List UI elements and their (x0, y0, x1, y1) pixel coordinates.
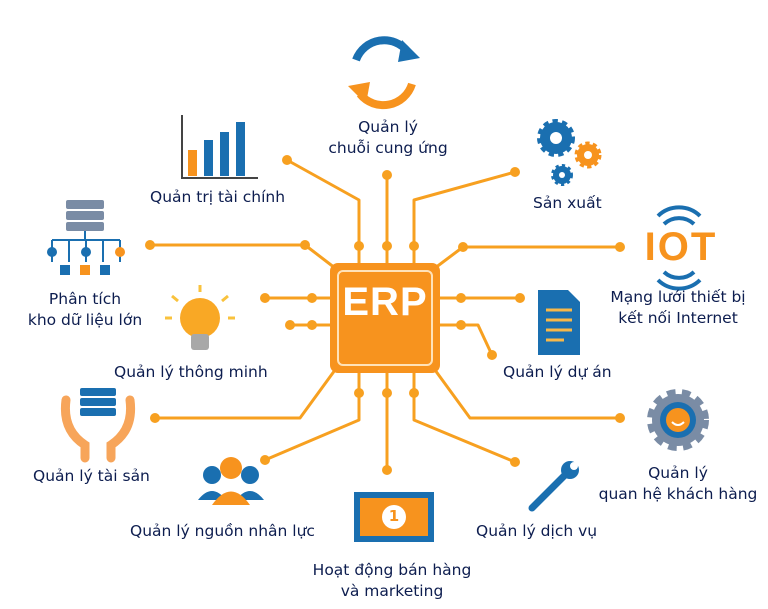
hands-server-icon (60, 388, 136, 463)
iot-icon: IOT (644, 225, 718, 269)
lightbulb-icon (165, 285, 235, 350)
label-smart: Quản lý thông minh (114, 363, 268, 381)
label-production: Sản xuất (533, 194, 602, 212)
iot-signal-arcs (656, 205, 702, 291)
banknote-digit: 1 (388, 507, 400, 525)
label-service: Quản lý dịch vụ (476, 522, 598, 540)
bar-chart-icon (181, 115, 258, 179)
banknote-icon (354, 492, 434, 542)
wrench-icon (528, 461, 579, 512)
label-project: Quản lý dự án (503, 363, 612, 381)
gears-icon (537, 119, 602, 186)
people-icon (198, 457, 264, 505)
refresh-icon (348, 36, 420, 110)
erp-label: ERP (342, 280, 428, 324)
document-icon (538, 290, 580, 355)
label-assets: Quản lý tài sản (33, 467, 150, 485)
label-hr: Quản lý nguồn nhân lực (130, 522, 315, 540)
label-finance: Quản trị tài chính (150, 188, 286, 206)
smile-gear-icon (647, 389, 709, 451)
database-network-icon (47, 200, 125, 275)
erp-chip (330, 263, 440, 373)
